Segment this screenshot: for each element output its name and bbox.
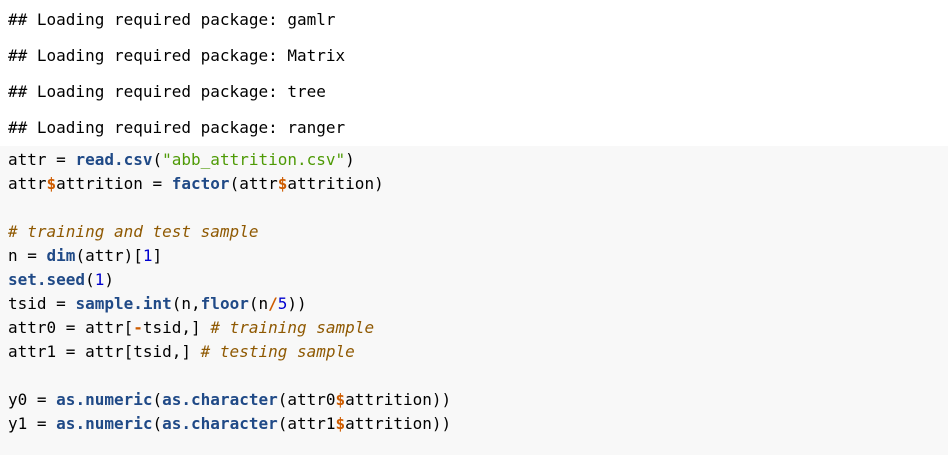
output-line-matrix: ## Loading required package: Matrix [8, 46, 346, 65]
code-line-comment-training: # training and test sample [8, 222, 259, 241]
code-chunk: attr = read.csv("abb_attrition.csv") att… [0, 146, 948, 455]
code-line-blank [8, 196, 940, 220]
output-line-ranger: ## Loading required package: ranger [8, 118, 346, 137]
code-line-attr0: attr0 = attr[-tsid,] # training sample [8, 318, 375, 337]
code-line-blank [8, 364, 940, 388]
code-line-y1: y1 = as.numeric(as.character(attr1$attri… [8, 414, 452, 433]
code-line-dim: n = dim(attr)[1] [8, 246, 163, 265]
code-line-sample-int: tsid = sample.int(n,floor(n/5)) [8, 294, 307, 313]
code-line-attr1: attr1 = attr[tsid,] # testing sample [8, 342, 355, 361]
code-line-set-seed: set.seed(1) [8, 270, 114, 289]
console-output: ## Loading required package: gamlr ## Lo… [8, 0, 948, 146]
output-line-tree: ## Loading required package: tree [8, 82, 326, 101]
output-line-gamlr: ## Loading required package: gamlr [8, 10, 336, 29]
code-line-read-csv: attr = read.csv("abb_attrition.csv") [8, 150, 355, 169]
code-line-factor: attr$attrition = factor(attr$attrition) [8, 174, 384, 193]
code-line-y0: y0 = as.numeric(as.character(attr0$attri… [8, 390, 452, 409]
